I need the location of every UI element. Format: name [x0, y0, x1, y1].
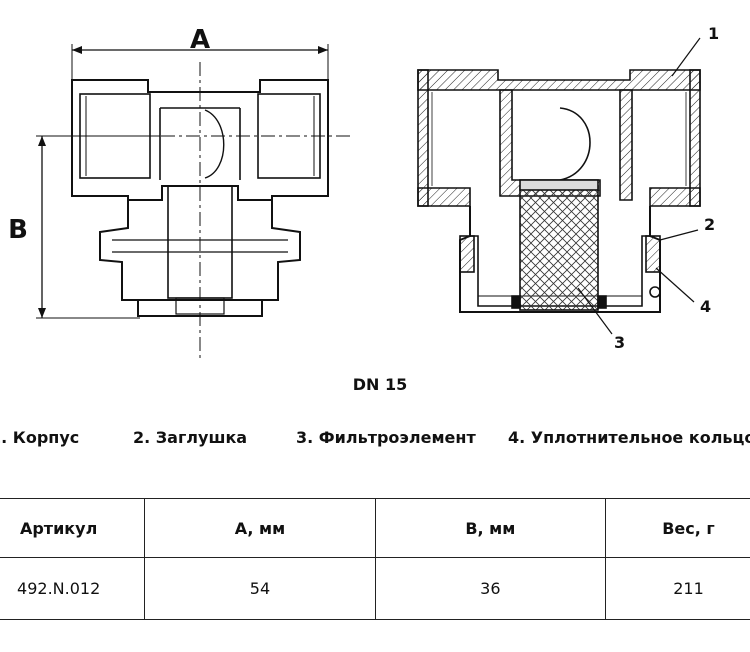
callout-4: 4: [700, 297, 711, 316]
header-weight: Вес, г: [605, 498, 750, 558]
header-a: A, мм: [144, 498, 376, 558]
caption: DN 15: [352, 375, 408, 394]
spec-table: Артикул A, мм B, мм Вес, г 492.N.012 54 …: [0, 498, 750, 620]
part-2-label: 2. Заглушка: [133, 428, 248, 447]
cell-a: 54: [144, 557, 376, 620]
callout-1: 1: [708, 24, 719, 43]
side-view: A B: [8, 25, 350, 362]
dimension-b-label: B: [8, 215, 28, 245]
cell-article: 492.N.012: [0, 557, 146, 620]
header-article: Артикул: [0, 498, 146, 558]
cell-weight: 211: [605, 557, 750, 620]
header-b: B, мм: [374, 498, 607, 558]
technical-drawing: A B 1 2 3: [8, 24, 719, 362]
part-3-label: 3. Фильтроэлемент: [296, 428, 476, 447]
dimension-a-label: A: [190, 25, 210, 55]
section-view: [417, 37, 701, 335]
cell-b: 36: [374, 557, 607, 620]
callout-3: 3: [614, 333, 625, 352]
part-4-label: 4. Уплотнительное кольцо: [508, 428, 750, 447]
part-1-label: 1. Корпус: [0, 428, 80, 447]
table-header-row: Артикул A, мм B, мм Вес, г: [0, 498, 750, 558]
callout-2: 2: [704, 215, 715, 234]
table-row: 492.N.012 54 36 211: [0, 557, 750, 620]
